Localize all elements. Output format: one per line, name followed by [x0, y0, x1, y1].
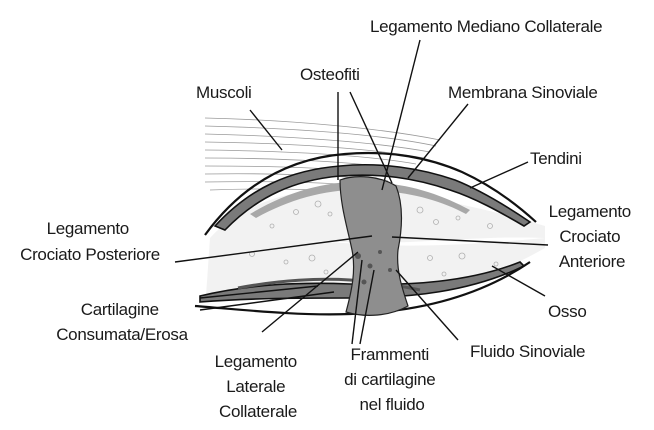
label-legamento-crociato-anteriore: Legamento Crociato Anteriore	[549, 202, 636, 271]
label-fluido-sinoviale: Fluido Sinoviale	[470, 342, 585, 361]
label-osso: Osso	[548, 302, 586, 321]
label-legamento-mediano-collaterale: Legamento Mediano Collaterale	[370, 17, 602, 36]
leader-membrana	[408, 104, 468, 178]
label-cartilagine-consumata: Cartilagine Consumata/Erosa	[56, 300, 188, 344]
label-tendini: Tendini	[530, 149, 582, 168]
leader-tendini	[470, 162, 528, 188]
label-legamento-laterale-collaterale: Legamento Laterale Collaterale	[215, 352, 302, 421]
label-legamento-crociato-posteriore: Legamento Crociato Posteriore	[20, 219, 160, 264]
label-membrana-sinoviale: Membrana Sinoviale	[448, 83, 598, 102]
leader-muscoli	[250, 110, 282, 150]
label-muscoli: Muscoli	[196, 83, 252, 102]
label-frammenti: Frammenti di cartilagine nel fluido	[344, 345, 440, 414]
knee-joint-illustration	[195, 118, 545, 315]
label-osteofiti: Osteofiti	[300, 65, 360, 84]
